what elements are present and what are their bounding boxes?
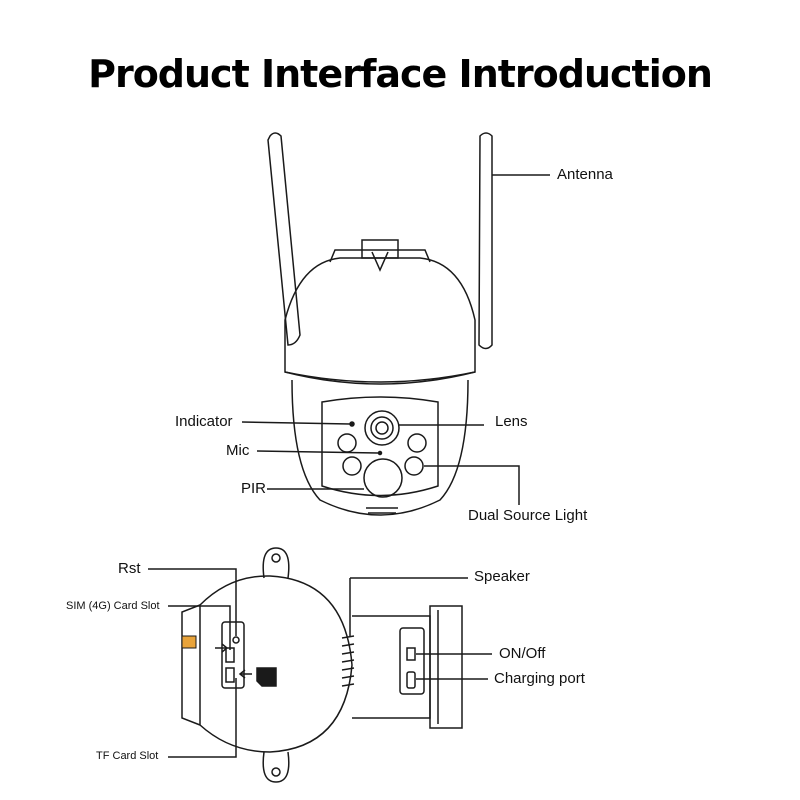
label-indicator: Indicator	[175, 413, 233, 430]
mic-dot	[377, 450, 383, 456]
tf-card	[256, 667, 277, 687]
reset-hole	[232, 636, 240, 644]
camera-body	[291, 379, 469, 516]
lens	[364, 410, 400, 446]
side-body	[352, 615, 431, 719]
dual-source-light	[404, 456, 424, 476]
hook-bottom	[262, 751, 290, 783]
label-lens: Lens	[495, 413, 528, 430]
label-pir: PIR	[241, 480, 267, 497]
sim-slot	[225, 647, 235, 663]
page-title: Product Interface Introduction	[88, 52, 713, 96]
label-sim-slot: SIM (4G) Card Slot	[66, 600, 160, 612]
hook-top	[262, 547, 290, 579]
label-antenna: Antenna	[557, 166, 613, 183]
label-rst: Rst	[118, 560, 141, 577]
camera-dome	[284, 257, 476, 383]
label-charging-port: Charging port	[494, 670, 585, 687]
side-dome	[199, 575, 353, 753]
label-tf-slot: TF Card Slot	[96, 750, 159, 762]
label-mic: Mic	[226, 442, 250, 459]
charging-port	[406, 671, 416, 689]
label-on-off: ON/Off	[499, 645, 546, 662]
side-panel	[399, 627, 425, 695]
on-off-switch	[406, 647, 416, 661]
tf-slot	[225, 667, 235, 683]
speaker-grille	[341, 635, 355, 687]
right-antenna	[478, 132, 493, 350]
front-panel	[321, 396, 439, 497]
sim-chip	[181, 635, 197, 649]
label-dual-source-light: Dual Source Light	[468, 507, 588, 524]
slot-panel	[221, 621, 245, 689]
indicator-dot	[349, 421, 355, 427]
left-antenna	[267, 132, 301, 346]
top-mount	[361, 239, 399, 259]
label-speaker: Speaker	[474, 568, 530, 585]
pir-sensor	[363, 458, 403, 498]
